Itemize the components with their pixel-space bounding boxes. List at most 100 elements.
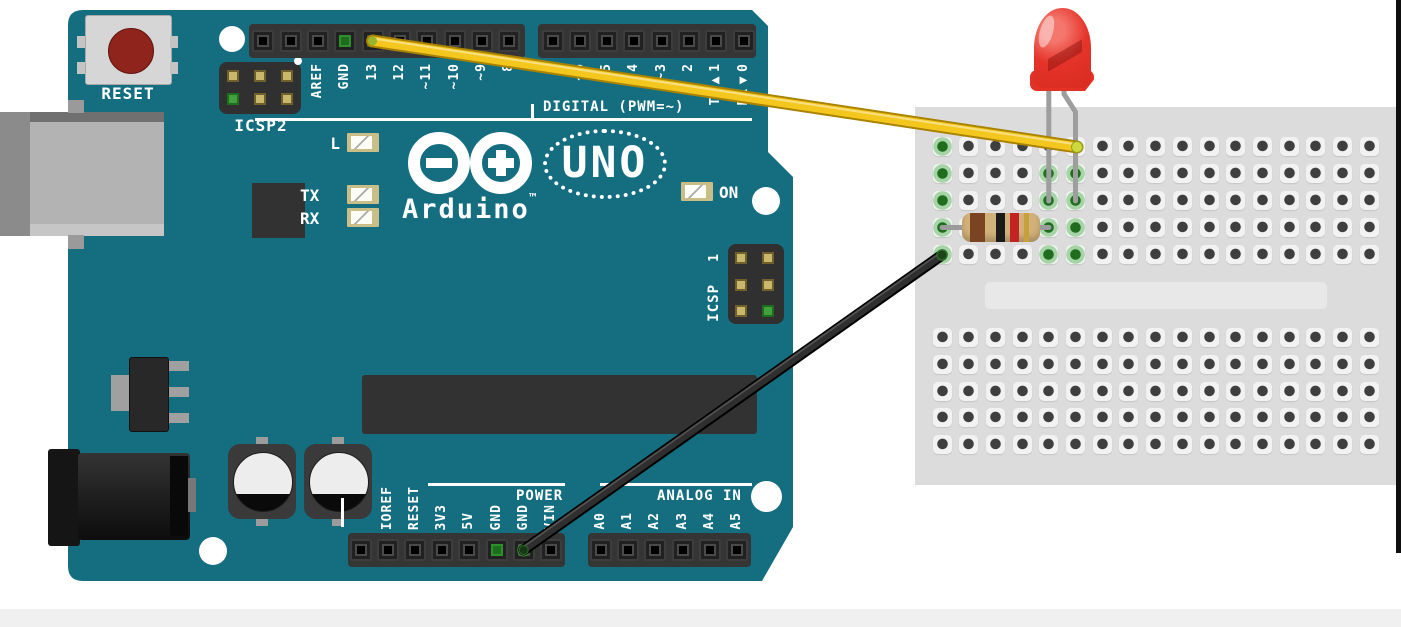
- breadboard-hole[interactable]: [1146, 327, 1166, 347]
- breadboard-hole[interactable]: [1226, 407, 1246, 427]
- breadboard-hole[interactable]: [1226, 244, 1246, 264]
- pin-hole[interactable]: [252, 30, 275, 52]
- breadboard-hole[interactable]: [1279, 190, 1299, 210]
- breadboard-hole[interactable]: [1012, 354, 1032, 374]
- breadboard-hole[interactable]: [959, 244, 979, 264]
- breadboard-hole[interactable]: [932, 327, 952, 347]
- breadboard-hole[interactable]: [959, 136, 979, 156]
- breadboard-hole[interactable]: [1333, 381, 1352, 401]
- breadboard-hole[interactable]: [1039, 381, 1059, 401]
- breadboard-hole[interactable]: [1066, 381, 1085, 401]
- icsp-pin[interactable]: [735, 252, 747, 264]
- pin-hole-~6[interactable]: [568, 30, 591, 52]
- breadboard-hole[interactable]: [1333, 190, 1352, 210]
- pin-hole-a2[interactable]: [644, 539, 667, 561]
- breadboard-hole[interactable]: [1226, 163, 1246, 183]
- breadboard-hole[interactable]: [1279, 163, 1299, 183]
- breadboard-hole[interactable]: [1146, 163, 1166, 183]
- icsp-pin[interactable]: [254, 93, 266, 105]
- breadboard-hole[interactable]: [1039, 407, 1059, 427]
- breadboard-hole[interactable]: [1012, 434, 1032, 454]
- breadboard-hole[interactable]: [1199, 407, 1219, 427]
- breadboard-hole[interactable]: [1306, 407, 1326, 427]
- breadboard-hole[interactable]: [1066, 136, 1085, 156]
- breadboard-hole[interactable]: [1333, 327, 1352, 347]
- icsp-pin[interactable]: [227, 93, 239, 105]
- breadboard-hole[interactable]: [1359, 136, 1379, 156]
- breadboard-hole[interactable]: [1199, 217, 1219, 237]
- breadboard-hole[interactable]: [1146, 136, 1166, 156]
- breadboard-hole[interactable]: [1092, 434, 1112, 454]
- breadboard-hole[interactable]: [1333, 354, 1352, 374]
- pin-hole-a0[interactable]: [590, 539, 612, 561]
- breadboard-hole[interactable]: [1146, 244, 1166, 264]
- breadboard-hole[interactable]: [1172, 381, 1192, 401]
- pin-hole-tx▶1[interactable]: [705, 30, 728, 52]
- breadboard-hole[interactable]: [1012, 381, 1032, 401]
- pin-hole-ioref[interactable]: [376, 539, 399, 561]
- led[interactable]: [1034, 8, 1091, 88]
- pin-hole-gnd[interactable]: [485, 539, 508, 561]
- breadboard-hole[interactable]: [1226, 354, 1246, 374]
- breadboard-hole[interactable]: [1012, 136, 1032, 156]
- breadboard-hole[interactable]: [1199, 354, 1219, 374]
- breadboard-hole[interactable]: [932, 190, 952, 210]
- breadboard-hole[interactable]: [1252, 163, 1272, 183]
- reset-button[interactable]: [108, 28, 154, 74]
- breadboard-hole[interactable]: [1306, 217, 1326, 237]
- breadboard-hole[interactable]: [1252, 244, 1272, 264]
- breadboard-hole[interactable]: [932, 434, 952, 454]
- breadboard-hole[interactable]: [1306, 163, 1326, 183]
- breadboard-hole[interactable]: [1279, 381, 1299, 401]
- breadboard-hole[interactable]: [1119, 190, 1139, 210]
- breadboard-hole[interactable]: [1039, 190, 1059, 210]
- breadboard-hole[interactable]: [1333, 407, 1352, 427]
- breadboard-hole[interactable]: [1306, 381, 1326, 401]
- breadboard-hole[interactable]: [985, 136, 1005, 156]
- breadboard-hole[interactable]: [1306, 190, 1326, 210]
- icsp-pin[interactable]: [735, 279, 747, 291]
- breadboard-hole[interactable]: [1012, 407, 1032, 427]
- usb-interface-chip[interactable]: [252, 183, 305, 238]
- breadboard-hole[interactable]: [932, 163, 952, 183]
- breadboard-hole[interactable]: [1172, 163, 1192, 183]
- pin-hole-7[interactable]: [541, 30, 564, 52]
- breadboard-hole[interactable]: [1092, 327, 1112, 347]
- breadboard-hole[interactable]: [932, 136, 952, 156]
- breadboard-hole[interactable]: [985, 190, 1005, 210]
- icsp-pin[interactable]: [227, 70, 239, 82]
- resistor[interactable]: [962, 213, 1040, 242]
- breadboard-hole[interactable]: [1359, 217, 1379, 237]
- pin-hole-rx◀0[interactable]: [732, 30, 755, 52]
- pin-hole-5v[interactable]: [458, 539, 481, 561]
- pin-hole-aref[interactable]: [307, 30, 329, 52]
- breadboard-hole[interactable]: [985, 407, 1005, 427]
- breadboard-hole[interactable]: [1012, 163, 1032, 183]
- breadboard-hole[interactable]: [1092, 190, 1112, 210]
- breadboard-hole[interactable]: [1306, 136, 1326, 156]
- pin-hole-a3[interactable]: [671, 539, 694, 561]
- breadboard-hole[interactable]: [1039, 434, 1059, 454]
- pin-hole-vin[interactable]: [539, 539, 562, 561]
- pin-hole-a5[interactable]: [726, 539, 748, 561]
- breadboard-hole[interactable]: [932, 244, 952, 264]
- breadboard-hole[interactable]: [1199, 327, 1219, 347]
- breadboard-hole[interactable]: [1092, 354, 1112, 374]
- breadboard-hole[interactable]: [1226, 434, 1246, 454]
- breadboard-hole[interactable]: [1252, 327, 1272, 347]
- breadboard-hole[interactable]: [1119, 163, 1139, 183]
- breadboard-hole[interactable]: [1066, 327, 1085, 347]
- breadboard-hole[interactable]: [1226, 217, 1246, 237]
- breadboard-hole[interactable]: [1172, 244, 1192, 264]
- breadboard-hole[interactable]: [1199, 434, 1219, 454]
- icsp-pin[interactable]: [735, 305, 747, 317]
- breadboard-hole[interactable]: [1039, 354, 1059, 374]
- breadboard-hole[interactable]: [1066, 244, 1085, 264]
- breadboard-hole[interactable]: [1359, 327, 1379, 347]
- pin-hole-12[interactable]: [388, 30, 411, 52]
- breadboard-hole[interactable]: [1279, 354, 1299, 374]
- breadboard-hole[interactable]: [1092, 244, 1112, 264]
- breadboard-hole[interactable]: [1279, 327, 1299, 347]
- pin-hole-13[interactable]: [361, 30, 384, 52]
- breadboard-hole[interactable]: [1252, 190, 1272, 210]
